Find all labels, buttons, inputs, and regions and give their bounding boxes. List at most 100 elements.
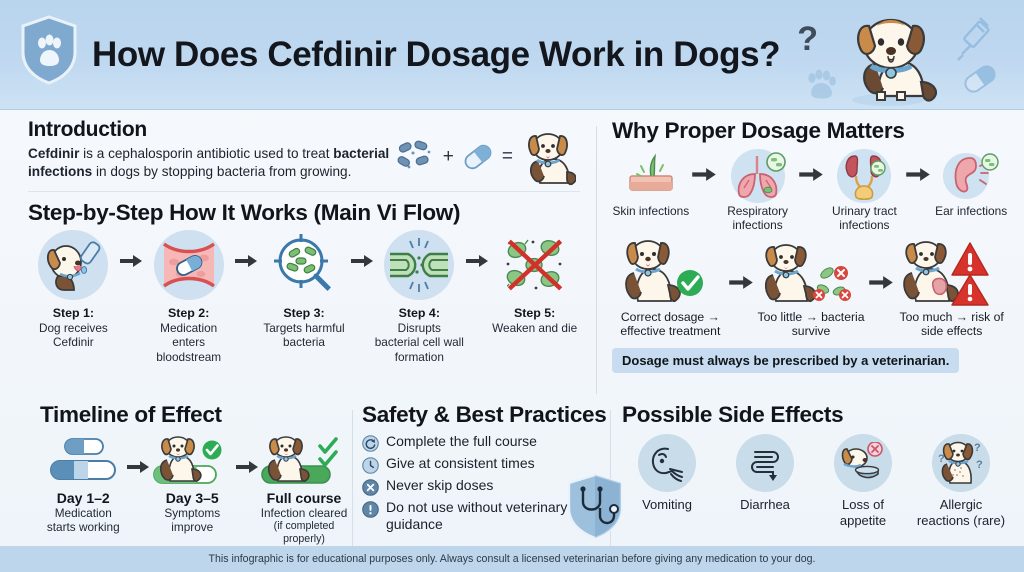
dog-improving-icon	[149, 434, 236, 490]
safety-item: Give at consistent times	[362, 455, 610, 474]
step-item: Step 1: Dog receives Cefdinir	[28, 229, 119, 350]
left-column: Introduction Cefdinir is a cephalosporin…	[28, 118, 580, 364]
side-effect-item: Loss of appetite	[818, 434, 908, 528]
syringe-icon	[957, 17, 990, 61]
section-divider	[28, 190, 580, 192]
arrow-right-icon	[692, 168, 717, 181]
equation-equals: =	[501, 146, 513, 167]
flow-arrow	[126, 434, 149, 474]
svg-text:?: ?	[974, 442, 981, 454]
flow-arrow	[903, 147, 932, 182]
bottom-divider-1	[352, 410, 353, 552]
timeline-title: Day 3–5	[165, 490, 219, 506]
infection-label: Urinary tract infections	[832, 204, 897, 232]
arrow-right-icon	[728, 275, 753, 289]
dog-bacteria-survive-icon	[753, 235, 870, 307]
page-title: How Does Cefdinir Dosage Work in Dogs?	[92, 34, 781, 74]
timeline-row: Day 1–2 Medication starts working	[40, 434, 350, 546]
introduction-text: Cefdinir is a cephalosporin antibiotic u…	[28, 145, 428, 182]
side-effect-item: ??? Allergic reactions (rare)	[916, 434, 1006, 528]
flow-arrow	[234, 230, 259, 268]
infection-label: Ear infections	[935, 204, 1008, 218]
step-title: Step 4:	[398, 305, 440, 320]
steps-heading: Step-by-Step How It Works (Main Vi Flow)	[28, 199, 461, 225]
arrow-right-icon	[799, 168, 823, 181]
arrow-right-icon	[120, 254, 143, 267]
timeline-title: Full course	[266, 490, 342, 506]
introduction-row: Cefdinir is a cephalosporin antibiotic u…	[28, 133, 580, 186]
footer-disclaimer: This infographic is for educational purp…	[0, 546, 1024, 572]
timeline-title: Day 1–2	[56, 490, 110, 506]
intro-text-2: in dogs by stopping bacteria from growin…	[92, 164, 352, 180]
intestines-icon	[736, 434, 794, 492]
dosage-outcome-item: Too much → risk of side effects	[893, 235, 1010, 339]
bacteria-crossed-out-icon	[500, 230, 570, 300]
side-effects-heading: Possible Side Effects	[622, 402, 844, 427]
x-circle-icon	[362, 479, 379, 496]
safety-heading: Safety & Best Practices	[362, 402, 607, 427]
blood-vessel-capsule-icon	[153, 229, 224, 300]
infection-item: Ear infections	[932, 147, 1010, 219]
steps-flow: Step 1: Dog receives Cefdinir	[28, 229, 580, 364]
intro-text-1: is a cephalosporin antibiotic used to tr…	[79, 146, 334, 161]
capsule-progress-icon	[40, 434, 127, 490]
dosage-outcome-item: Too little → bacteria survive	[753, 235, 870, 339]
side-effect-item: Vomiting	[622, 434, 712, 513]
footer-text: This infographic is for educational purp…	[208, 553, 816, 565]
side-effect-label: Allergic reactions (rare)	[916, 497, 1006, 528]
safety-item: Never skip doses	[362, 477, 610, 496]
dosage-outcome-item: Correct dosage → effective treatment	[612, 235, 729, 339]
flow-arrow	[465, 230, 490, 268]
step-desc: Disrupts bacterial cell wall formation	[374, 320, 464, 364]
bottom-row: Timeline of Effect Day	[0, 402, 1024, 567]
cell-wall-disruption-icon	[384, 229, 455, 300]
arrow-right-icon	[465, 254, 488, 267]
infections-row: Skin infections	[612, 147, 1010, 233]
safety-item: Do not use without veterinary guidance	[362, 499, 610, 533]
svg-text:?: ?	[938, 453, 945, 465]
timeline-desc: Symptoms improve	[164, 506, 221, 535]
safety-list: Complete the full course Give at consist…	[362, 433, 610, 533]
capsule-icon	[464, 144, 492, 170]
timeline-item: Day 3–5 Symptoms improve	[149, 434, 236, 534]
step-desc: Weaken and die	[492, 320, 578, 335]
dog-recovered-icon	[258, 434, 350, 490]
right-column: Why Proper Dosage Matters Skin i	[612, 118, 1010, 373]
timeline-heading: Timeline of Effect	[40, 402, 222, 427]
introduction-heading: Introduction	[28, 118, 147, 141]
healthy-dog-icon	[528, 133, 576, 186]
clock-icon	[362, 457, 379, 474]
step-item: Step 5: Weaken and die	[489, 230, 580, 335]
timeline-section: Timeline of Effect Day	[40, 402, 350, 546]
step-title: Step 5:	[513, 305, 556, 320]
step-desc: Targets harmful bacteria	[263, 320, 345, 350]
timeline-item: Day 1–2 Medication starts working	[40, 434, 127, 534]
dog-food-bowl-crossed-icon	[834, 434, 892, 492]
dog-warning-icon	[893, 235, 1010, 307]
timeline-item: Full course Infection cleared (if comple…	[258, 434, 350, 546]
header-banner: How Does Cefdinir Dosage Work in Dogs? ?	[0, 0, 1024, 110]
step-title: Step 2:	[168, 305, 210, 320]
arrow-right-icon	[235, 254, 258, 267]
flow-arrow	[235, 434, 258, 474]
intro-term-bacterial-infections: bacterial infections	[28, 146, 390, 180]
veterinarian-banner: Dosage must always be prescribed by a ve…	[612, 347, 960, 373]
dosage-outcome-label: Correct dosage → effective treatment	[620, 309, 721, 339]
safety-item: Complete the full course	[362, 433, 610, 452]
skin-infection-icon	[612, 147, 690, 205]
equation-plus: +	[442, 146, 454, 167]
dosage-outcomes-row: Correct dosage → effective treatment	[612, 235, 1010, 339]
arrow-right-icon	[905, 168, 930, 181]
step-desc: Dog receives Cefdinir	[38, 320, 108, 350]
flow-arrow	[119, 230, 144, 268]
arrow-right-icon	[869, 275, 894, 289]
dog-allergy-question-icon: ???	[932, 434, 990, 492]
question-mark-decor: ?	[797, 20, 818, 58]
side-effect-item: Diarrhea	[720, 434, 810, 513]
arrow-right-icon	[235, 461, 258, 473]
dog-taking-medicine-icon	[38, 229, 109, 300]
flow-arrow	[869, 235, 894, 290]
safety-item-label: Complete the full course	[386, 433, 537, 449]
step-desc: Medication enters bloodstream	[156, 320, 222, 364]
